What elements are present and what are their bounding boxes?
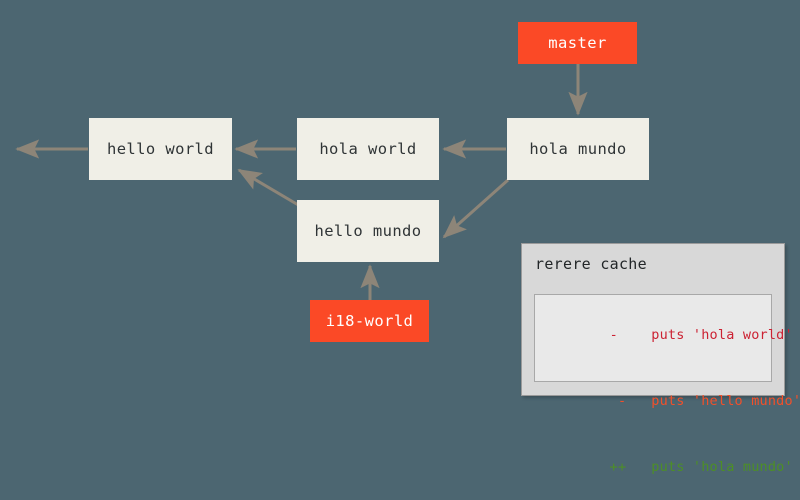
- diff-gap: [626, 459, 651, 475]
- diff-indent: [610, 393, 618, 409]
- diagram-canvas: hello world hola world hola mundo hello …: [15, 22, 800, 475]
- rerere-cache-title: rerere cache: [535, 255, 647, 273]
- commit-node-hello-mundo[interactable]: hello mundo: [297, 200, 439, 262]
- branch-name: master: [548, 34, 607, 52]
- rerere-diff-box: - puts 'hola world' - puts 'hello mundo'…: [534, 294, 800, 475]
- commit-node-hello-world[interactable]: hello world: [89, 118, 232, 180]
- commit-label: hola mundo: [529, 140, 627, 158]
- diff-marker: -: [609, 327, 618, 343]
- diff-gap: [626, 393, 651, 409]
- branch-label-master[interactable]: master: [518, 22, 637, 64]
- edge-hello-mundo-to-hello-world: [237, 168, 301, 208]
- branch-label-i18-world[interactable]: i18-world: [310, 300, 429, 342]
- diff-line: - puts 'hello mundo': [535, 368, 800, 434]
- diff-gap: [618, 327, 651, 343]
- diff-line: - puts 'hola world': [535, 302, 793, 368]
- commit-label: hello mundo: [314, 222, 422, 240]
- commit-node-hola-mundo[interactable]: hola mundo: [507, 118, 649, 180]
- diff-text: puts 'hola world': [651, 327, 793, 343]
- diff-text: puts 'hello mundo': [651, 393, 800, 409]
- commit-label: hello world: [106, 140, 215, 158]
- diff-marker: -: [617, 393, 627, 409]
- edge-layer: [15, 64, 588, 300]
- branch-name: i18-world: [325, 312, 414, 330]
- diff-marker: ++: [609, 459, 627, 475]
- rerere-cache-panel: rerere cache - puts 'hola world' - puts …: [521, 243, 800, 475]
- edge-hola-mundo-to-hello-mundo: [442, 178, 509, 239]
- commit-label: hola world: [319, 140, 417, 158]
- diff-line: ++ puts 'hola mundo': [535, 434, 793, 500]
- diff-text: puts 'hola mundo': [651, 459, 793, 475]
- commit-node-hola-world[interactable]: hola world: [297, 118, 439, 180]
